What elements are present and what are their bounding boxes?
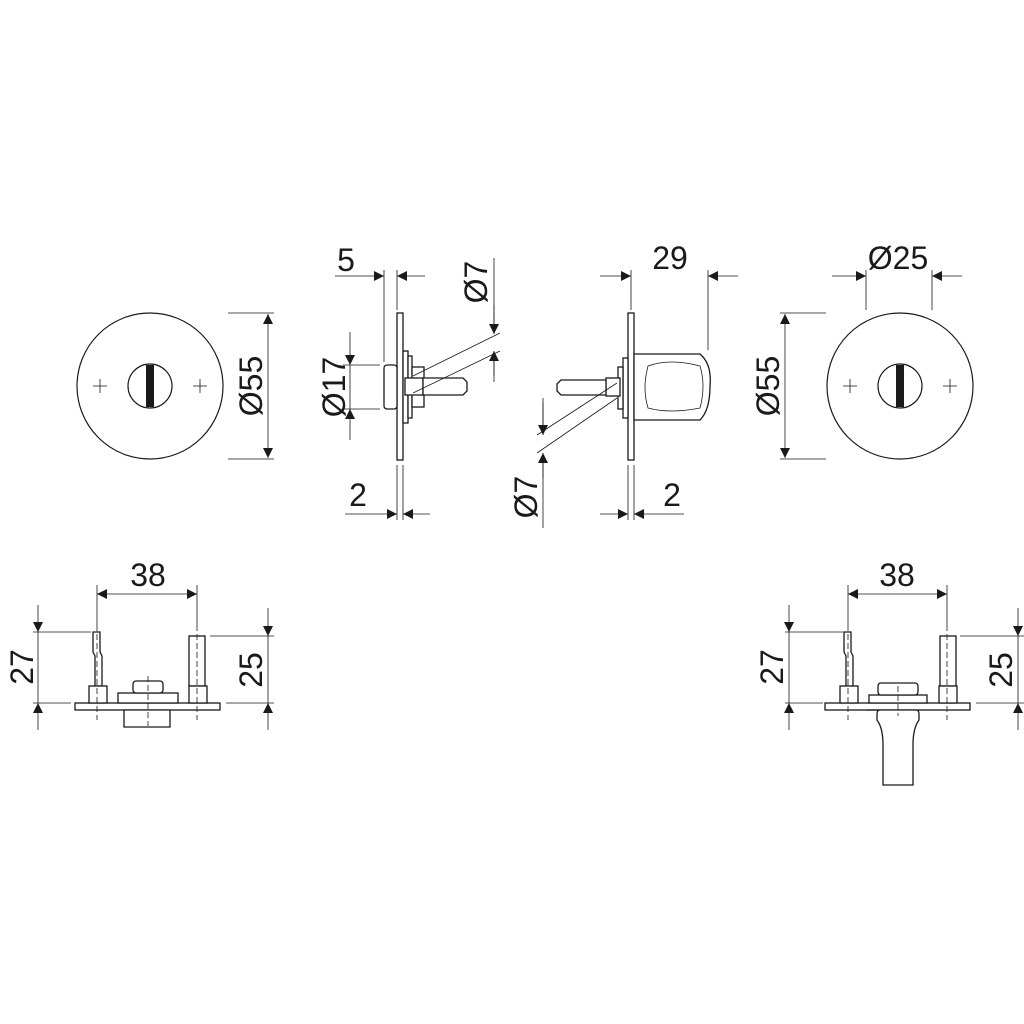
front-view-thumbturn: Ø25 Ø55	[750, 240, 974, 460]
dim-left-height-27: 27	[4, 649, 40, 685]
side-view-emergency-release: 5 Ø17 2 Ø7	[316, 242, 501, 520]
dim-left-pin-spacing: 38	[130, 557, 166, 593]
dim-front-left-diameter: Ø55	[233, 356, 269, 416]
dim-right-height-25: 25	[983, 652, 1019, 688]
dim-rosette-depth: 5	[337, 242, 355, 278]
dim-knob-length: 29	[652, 240, 688, 276]
dim-plate-thickness-right: 2	[663, 477, 681, 513]
dim-left-height-25: 25	[233, 652, 269, 688]
side-view-thumbturn: 29 Ø7 2	[508, 240, 738, 528]
top-view-thumbturn: 38 27 25	[754, 557, 1024, 786]
dim-right-pin-spacing: 38	[879, 557, 915, 593]
dim-spindle-diameter-top: Ø7	[458, 261, 494, 304]
front-view-emergency-release: Ø55	[76, 312, 274, 460]
dim-right-height-27: 27	[754, 649, 790, 685]
top-view-emergency-release: 38 27 25	[4, 557, 274, 730]
dim-plate-thickness-left: 2	[349, 477, 367, 513]
dim-front-right-diameter: Ø55	[750, 356, 786, 416]
dim-rosette-diameter: Ø17	[316, 357, 352, 417]
dim-spindle-diameter-bottom: Ø7	[508, 476, 544, 519]
dim-knob-diameter: Ø25	[868, 240, 928, 276]
